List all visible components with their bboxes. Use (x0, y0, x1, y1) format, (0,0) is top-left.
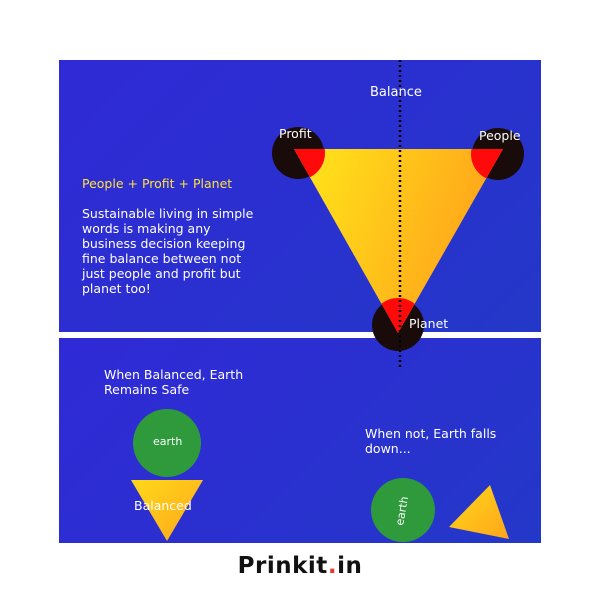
balanced-triangle (131, 480, 203, 541)
planet-label: Planet (409, 316, 449, 331)
not-balanced-caption: When not, Earth falls down... (365, 426, 497, 456)
brand-tld: in (337, 553, 363, 579)
balanced-label: Balanced (134, 498, 192, 513)
diagram-heading: People + Profit + Planet (82, 176, 233, 191)
brand-logo: Prinkit.in (0, 553, 600, 579)
balanced-caption: When Balanced, Earth Remains Safe (104, 367, 244, 397)
fallen-earth-globe-icon (371, 478, 435, 542)
people-label: People (479, 128, 521, 143)
people-vertex-cap (471, 149, 503, 181)
profit-label: Profit (279, 126, 312, 141)
balance-label: Balance (370, 85, 422, 100)
earth-label: earth (153, 435, 183, 448)
balance-triangle (294, 149, 503, 333)
brand-dot: . (327, 553, 338, 579)
profit-vertex-cap (294, 149, 325, 180)
brand-name: Prinkit (237, 553, 328, 579)
earth-globe-icon (133, 409, 201, 477)
diagram-description: Sustainable living in simple words is ma… (82, 206, 254, 296)
panel-divider (59, 332, 541, 338)
falling-triangle (449, 485, 509, 539)
